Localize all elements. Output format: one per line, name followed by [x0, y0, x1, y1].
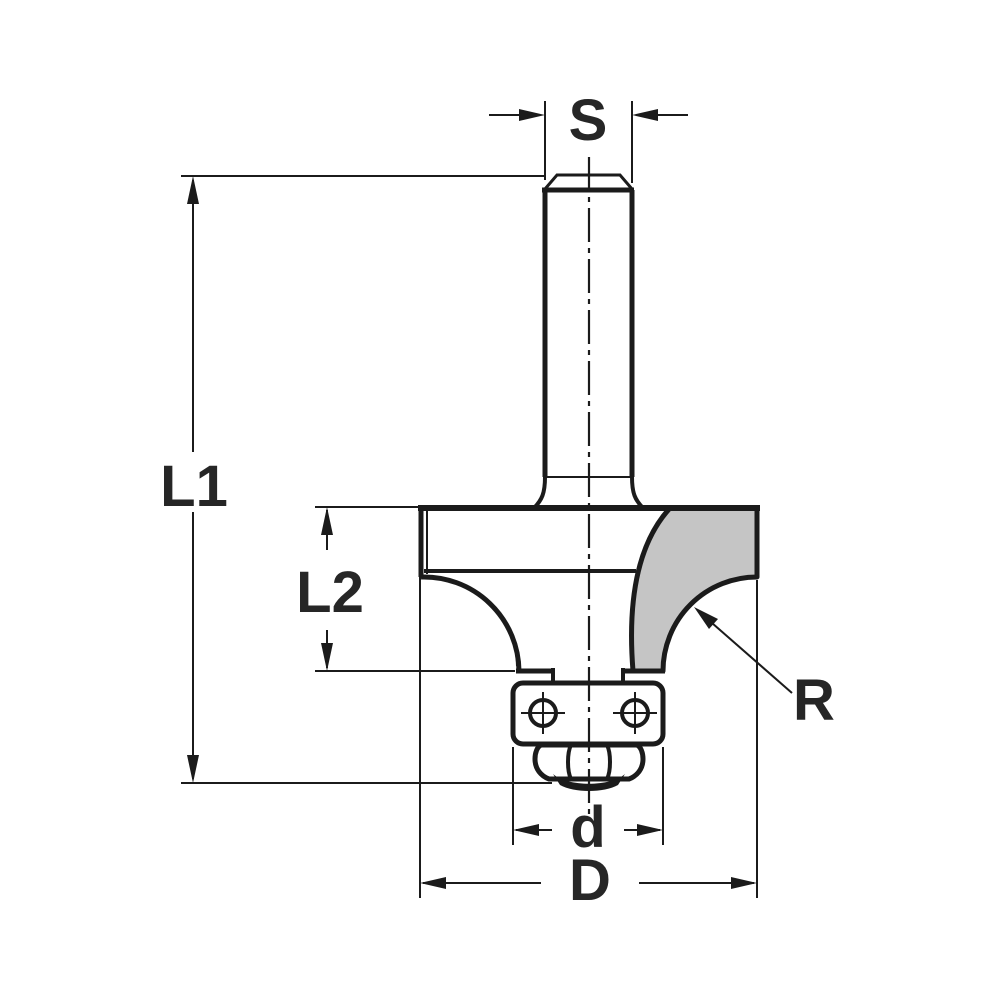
label-overall-length: L1 [160, 454, 228, 519]
label-cutting-length: L2 [296, 560, 364, 625]
label-bearing-diameter: d [570, 795, 605, 860]
s-arrow-right [632, 109, 658, 121]
nut-facet-left-divider [566, 744, 573, 780]
dim-cutting-diameter: D [419, 575, 758, 913]
l2-arrow-bottom [321, 643, 333, 671]
left-profile-arc-outer [420, 574, 522, 672]
left-profile-arc-inner [427, 576, 518, 667]
r-leader-arrow [694, 607, 718, 629]
nut-facet-right-divider [605, 744, 612, 780]
dim-cutting-length: L2 [296, 506, 515, 672]
s-arrow-left [519, 109, 545, 121]
dim-bearing-diameter: d [512, 747, 664, 860]
bearing-screw-left [521, 692, 565, 734]
d-arrow-right [637, 824, 663, 836]
l2-arrow-top [321, 507, 333, 535]
dim-shank-diameter: S [489, 88, 688, 183]
dd-arrow-right [731, 877, 757, 889]
carbide-flank [629, 505, 760, 674]
shank-fillet-left [532, 476, 547, 510]
nut-bottom-rim [553, 774, 625, 791]
dd-arrow-left [420, 877, 446, 889]
dim-profile-radius: R [694, 607, 835, 733]
bearing-screw-right [613, 692, 657, 734]
label-cutting-diameter: D [569, 848, 611, 913]
r-leader-line [711, 622, 793, 694]
label-shank-diameter: S [569, 88, 608, 153]
l1-arrow-top [187, 176, 199, 204]
l1-arrow-bottom [187, 755, 199, 783]
d-arrow-left [513, 824, 539, 836]
dim-overall-length: L1 [160, 175, 552, 784]
shank-fillet-right [630, 476, 645, 510]
label-profile-radius: R [793, 668, 835, 733]
